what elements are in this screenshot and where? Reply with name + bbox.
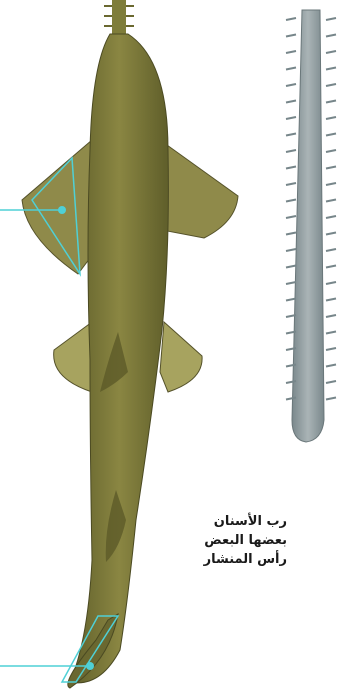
- rostrum-tooth: [286, 167, 296, 169]
- rostrum-tooth: [326, 266, 336, 268]
- rostrum-tooth: [326, 101, 336, 103]
- rostrum-tooth: [286, 249, 296, 251]
- body-rostrum-tip: [112, 0, 126, 36]
- rostrum-tooth: [326, 233, 336, 235]
- rostrum-tooth: [326, 365, 336, 367]
- rostrum-tooth: [286, 101, 296, 103]
- rostrum-tooth: [326, 51, 336, 53]
- caption-line-1: رب الأسنان: [205, 512, 287, 531]
- rostrum-blade: [292, 10, 324, 442]
- rostrum-tooth: [326, 200, 336, 202]
- rostrum-tooth: [326, 68, 336, 70]
- rostrum-tooth: [326, 183, 336, 185]
- rostrum-saw: [286, 10, 336, 442]
- rostrum-tooth: [326, 398, 336, 400]
- pectoral-fin-right: [160, 140, 238, 238]
- rostrum-tooth: [326, 117, 336, 119]
- rostrum-tooth: [286, 117, 296, 119]
- rostrum-tooth: [326, 18, 336, 20]
- pectoral-fin-left: [22, 140, 96, 274]
- rostrum-tooth: [326, 35, 336, 37]
- rostrum-tooth: [286, 183, 296, 185]
- rostrum-tooth: [326, 348, 336, 350]
- rostrum-tooth: [286, 18, 296, 20]
- rostrum-tooth: [286, 51, 296, 53]
- rostrum-tooth: [326, 381, 336, 383]
- rostrum-tooth: [286, 68, 296, 70]
- rostrum-tooth: [286, 84, 296, 86]
- rostrum-tooth: [326, 216, 336, 218]
- caption-text: رب الأسنان بعضها البعض رأس المنشار: [205, 512, 287, 569]
- callout-tail-dot: [86, 662, 94, 670]
- rostrum-tooth: [286, 233, 296, 235]
- rostrum-tooth: [286, 266, 296, 268]
- rostrum-tooth: [326, 282, 336, 284]
- rostrum-tooth: [286, 200, 296, 202]
- rostrum-tooth: [326, 299, 336, 301]
- rostrum-tooth: [326, 249, 336, 251]
- rostrum-tooth: [326, 167, 336, 169]
- pelvic-fin-right: [160, 322, 202, 392]
- rostrum-tooth: [326, 84, 336, 86]
- rostrum-tooth: [286, 134, 296, 136]
- caption-line-3: رأس المنشار: [205, 550, 287, 569]
- caption-line-2: بعضها البعض: [205, 531, 287, 550]
- rostrum-tooth: [326, 315, 336, 317]
- sawfish-body: [22, 0, 238, 688]
- callout-pectoral-dot: [58, 206, 66, 214]
- rostrum-tooth: [286, 150, 296, 152]
- rostrum-tooth: [286, 282, 296, 284]
- rostrum-tooth: [326, 134, 336, 136]
- rostrum-tooth: [286, 216, 296, 218]
- rostrum-tooth: [326, 332, 336, 334]
- rostrum-tooth: [286, 35, 296, 37]
- rostrum-tooth: [326, 150, 336, 152]
